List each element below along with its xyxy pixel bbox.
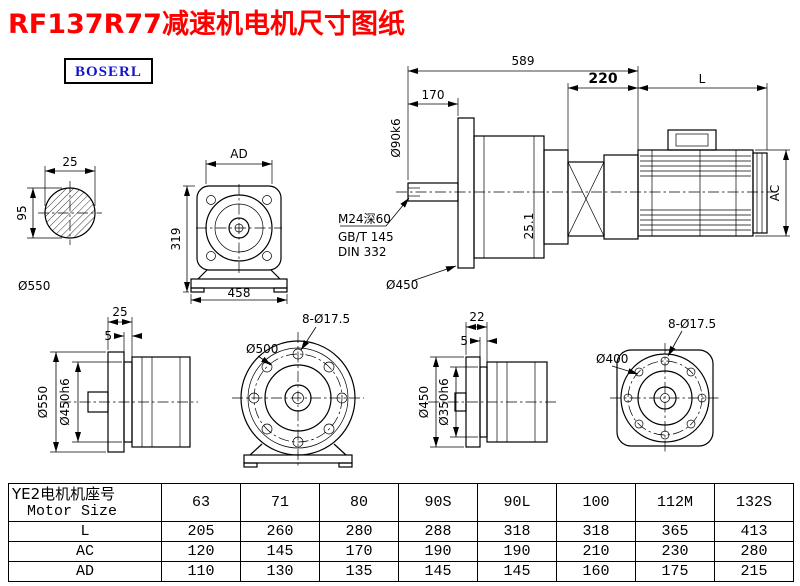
value-cell: 288 xyxy=(398,521,478,542)
page-title: RF137R77减速机电机尺寸图纸 xyxy=(8,9,405,40)
dim-shaft-width: 25 xyxy=(62,155,77,169)
value-cell: 110 xyxy=(161,561,241,582)
value-cell: 260 xyxy=(240,521,320,542)
output-housing xyxy=(131,356,191,448)
output-bolt-circle xyxy=(253,353,343,443)
value-cell: 175 xyxy=(635,561,715,582)
value-cell: 120 xyxy=(161,541,241,562)
shaft-section-circle xyxy=(44,187,96,239)
note-thread: M24深60 xyxy=(338,212,391,226)
label-flange-450: Ø450 xyxy=(386,278,418,292)
value-cell: 210 xyxy=(556,541,636,562)
row-label: AD xyxy=(8,561,162,582)
header-label-cn: YE2电机机座号 xyxy=(12,484,116,503)
dim-input-spigot: Ø350h6 xyxy=(437,378,451,426)
dim-output-25: 25 xyxy=(112,305,127,319)
dim-input-od: Ø450 xyxy=(417,386,431,418)
dim-ad: AD xyxy=(230,147,247,161)
value-cell: 230 xyxy=(635,541,715,562)
fan-cowl xyxy=(752,152,768,234)
value-cell: 215 xyxy=(714,561,794,582)
note-std-gbt: GB/T 145 xyxy=(338,230,394,244)
value-cell: 365 xyxy=(635,521,715,542)
dim-output-spigot: Ø450h6 xyxy=(58,378,72,426)
dim-shaft-height: 95 xyxy=(15,205,29,220)
technical-drawing: 25 95 Ø550 xyxy=(15,54,790,468)
header-motor-size-cell: YE2电机机座号 Motor Size xyxy=(8,483,162,522)
dim-220: 220 xyxy=(588,71,617,87)
value-cell: 170 xyxy=(319,541,399,562)
size-cell: 90L xyxy=(477,483,557,522)
value-cell: 190 xyxy=(477,541,557,562)
table-row-L: L 205 260 280 288 318 318 365 413 xyxy=(8,521,794,542)
brand-logo-text: BOSERL xyxy=(75,64,142,80)
value-cell: 160 xyxy=(556,561,636,582)
size-cell: 132S xyxy=(714,483,794,522)
value-cell: 190 xyxy=(398,541,478,562)
dim-output-5: 5 xyxy=(104,329,112,343)
header-label-en: Motor Size xyxy=(27,502,118,520)
table-header-row: YE2电机机座号 Motor Size 63 71 80 90S 90L 100… xyxy=(8,483,794,522)
table-row-AD: AD 110 130 135 145 145 160 175 215 xyxy=(8,561,794,582)
size-cell: 90S xyxy=(398,483,478,522)
view-gearbox-front: AD 319 458 xyxy=(169,147,288,304)
value-cell: 413 xyxy=(714,521,794,542)
value-cell: 205 xyxy=(161,521,241,542)
value-cell: 280 xyxy=(714,541,794,562)
dim-589: 589 xyxy=(512,54,535,68)
view-main-assembly: 589 170 Ø90k6 M24深60 GB/T 145 DIN 332 Ø4… xyxy=(338,54,790,292)
value-cell: 318 xyxy=(477,521,557,542)
value-cell: 135 xyxy=(319,561,399,582)
input-bolt-circle xyxy=(627,360,703,436)
label-holes-input: 8-Ø17.5 xyxy=(668,317,716,331)
brand-logo: BOSERL xyxy=(64,58,153,84)
dim-170: 170 xyxy=(422,88,445,102)
dim-319: 319 xyxy=(169,228,183,251)
motor-size-table: YE2电机机座号 Motor Size 63 71 80 90S 90L 100… xyxy=(8,483,794,582)
note-std-din: DIN 332 xyxy=(338,245,386,259)
label-bolt-circle-400: Ø400 xyxy=(596,352,628,366)
dim-458: 458 xyxy=(228,286,251,300)
output-flange-side xyxy=(457,117,475,269)
size-cell: 71 xyxy=(240,483,320,522)
size-cell: 80 xyxy=(319,483,399,522)
view-shaft-section: 25 95 Ø550 xyxy=(15,155,102,293)
value-cell: 318 xyxy=(556,521,636,542)
label-holes-output: 8-Ø17.5 xyxy=(302,312,350,326)
view-output-side: 25 5 Ø550 Ø450h6 xyxy=(36,305,198,453)
view-input-flange: Ø400 8-Ø17.5 xyxy=(596,317,720,453)
dim-AC: AC xyxy=(768,185,782,201)
label-shaft-flange-dia: Ø550 xyxy=(18,279,50,293)
size-cell: 100 xyxy=(556,483,636,522)
value-cell: 145 xyxy=(240,541,320,562)
value-cell: 280 xyxy=(319,521,399,542)
view-input-side: 22 5 Ø450 Ø350h6 xyxy=(417,310,556,448)
size-cell: 112M xyxy=(635,483,715,522)
dim-25-1: 25.1 xyxy=(522,213,536,240)
dim-output-od: Ø550 xyxy=(36,386,50,418)
dim-shaft-dia: Ø90k6 xyxy=(389,118,403,157)
motor-flange xyxy=(603,154,639,240)
view-output-flange: Ø500 8-Ø17.5 xyxy=(232,312,364,468)
value-cell: 130 xyxy=(240,561,320,582)
table-row-AC: AC 120 145 170 190 190 210 230 280 xyxy=(8,541,794,562)
terminal-box xyxy=(667,129,717,151)
value-cell: 145 xyxy=(477,561,557,582)
input-housing xyxy=(486,361,548,443)
label-bolt-circle-500: Ø500 xyxy=(246,342,278,356)
dim-L: L xyxy=(699,72,706,86)
value-cell: 145 xyxy=(398,561,478,582)
dim-input-22: 22 xyxy=(469,310,484,324)
dim-input-5: 5 xyxy=(460,334,468,348)
row-label: L xyxy=(8,521,162,542)
row-label: AC xyxy=(8,541,162,562)
size-cell: 63 xyxy=(161,483,241,522)
